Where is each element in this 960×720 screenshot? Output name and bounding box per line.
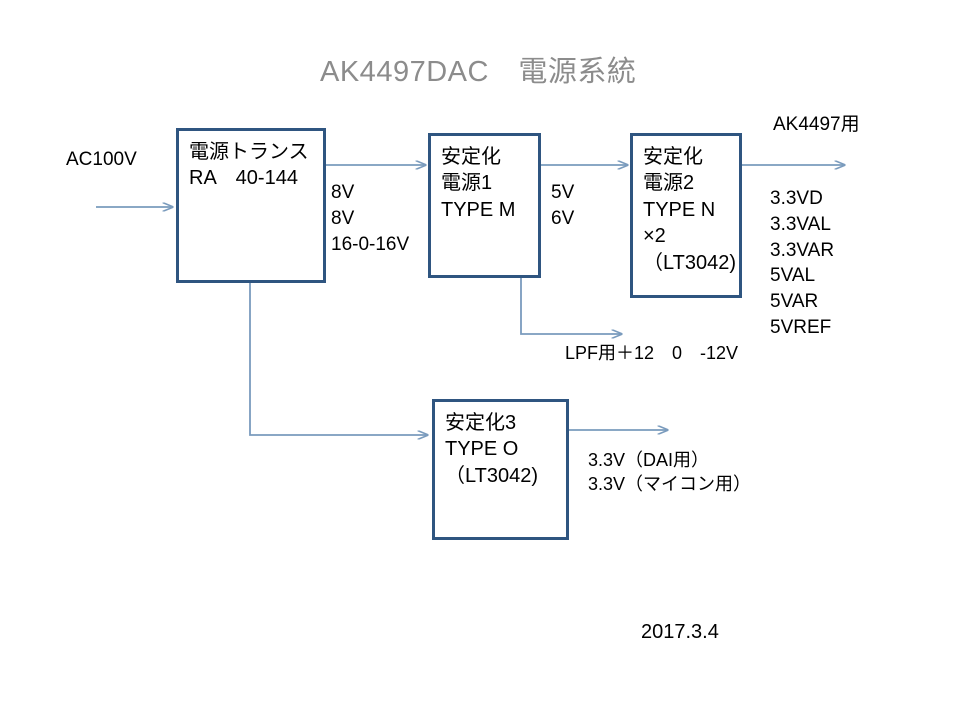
box-regulator-2-line-2: 電源2 xyxy=(643,172,695,195)
box-regulator-3-line-1: 安定化3 xyxy=(445,412,517,434)
box-regulator-2-text: 安定化 電源2 TYPE N ×2 （LT3042) xyxy=(643,144,737,276)
label-regulator-1-output-2: 6V xyxy=(551,207,575,229)
box-regulator-1-line-1: 安定化 xyxy=(441,146,501,168)
label-rail-3v3ar: 3.3VAR xyxy=(770,239,835,261)
wire-reg1-to-lpf xyxy=(520,278,622,334)
label-transformer-output-3: 16-0-16V xyxy=(331,233,410,255)
label-ac-input: AC100V xyxy=(66,149,137,170)
label-ak4497-header: AK4497用 xyxy=(773,114,860,135)
box-regulator-3[interactable]: 安定化3 TYPE O （LT3042) xyxy=(432,399,569,540)
label-rail-3v3d: 3.3VD xyxy=(770,188,823,209)
box-regulator-2-line-4: ×2 xyxy=(643,225,666,248)
label-regulator-2-outputs: 3.3VD 3.3VAL 3.3VAR 5VAL 5VAR 5VREF xyxy=(770,186,834,341)
label-rail-5vref: 5VREF xyxy=(770,317,832,339)
box-regulator-1-line-2: 電源1 xyxy=(441,172,493,195)
label-rail-mcu: 3.3V（マイコン用） xyxy=(588,474,752,495)
label-rail-dai: 3.3V（DAI用） xyxy=(588,450,710,470)
box-regulator-3-line-3: （LT3042) xyxy=(445,464,539,487)
label-rail-3v3al: 3.3VAL xyxy=(770,213,831,235)
box-regulator-2-line-3: TYPE N xyxy=(643,198,716,221)
box-regulator-2-line-5: （LT3042) xyxy=(643,251,737,274)
box-regulator-1[interactable]: 安定化 電源1 TYPE M xyxy=(428,133,541,278)
box-regulator-1-line-3: TYPE M xyxy=(441,198,516,221)
label-regulator-1-outputs: 5V 6V xyxy=(551,180,574,232)
box-regulator-2-line-1: 安定化 xyxy=(643,146,703,168)
box-transformer-line-1: 電源トランス xyxy=(189,141,309,163)
box-transformer[interactable]: 電源トランス RA 40-144 xyxy=(176,128,326,283)
date-label: 2017.3.4 xyxy=(641,621,719,643)
wire-transformer-to-reg3 xyxy=(249,283,428,435)
label-rail-5val: 5VAL xyxy=(770,265,816,287)
label-regulator-1-output-1: 5V xyxy=(551,182,575,203)
box-regulator-1-text: 安定化 電源1 TYPE M xyxy=(441,144,534,223)
label-transformer-outputs: 8V 8V 16-0-16V xyxy=(331,180,409,257)
label-transformer-output-2: 8V xyxy=(331,207,355,229)
label-transformer-output-1: 8V xyxy=(331,182,355,203)
box-regulator-2[interactable]: 安定化 電源2 TYPE N ×2 （LT3042) xyxy=(630,133,742,298)
page-title: AK4497DAC 電源系統 xyxy=(320,56,637,88)
box-transformer-line-2: RA 40-144 xyxy=(189,167,298,190)
box-regulator-3-text: 安定化3 TYPE O （LT3042) xyxy=(445,410,562,489)
label-lpf-output: LPF用＋12 0 -12V xyxy=(565,343,739,363)
label-regulator-3-outputs: 3.3V（DAI用） 3.3V（マイコン用） xyxy=(588,448,751,497)
box-regulator-3-line-2: TYPE O xyxy=(445,438,519,461)
label-rail-5var: 5VAR xyxy=(770,291,819,313)
box-transformer-text: 電源トランス RA 40-144 xyxy=(189,139,319,192)
